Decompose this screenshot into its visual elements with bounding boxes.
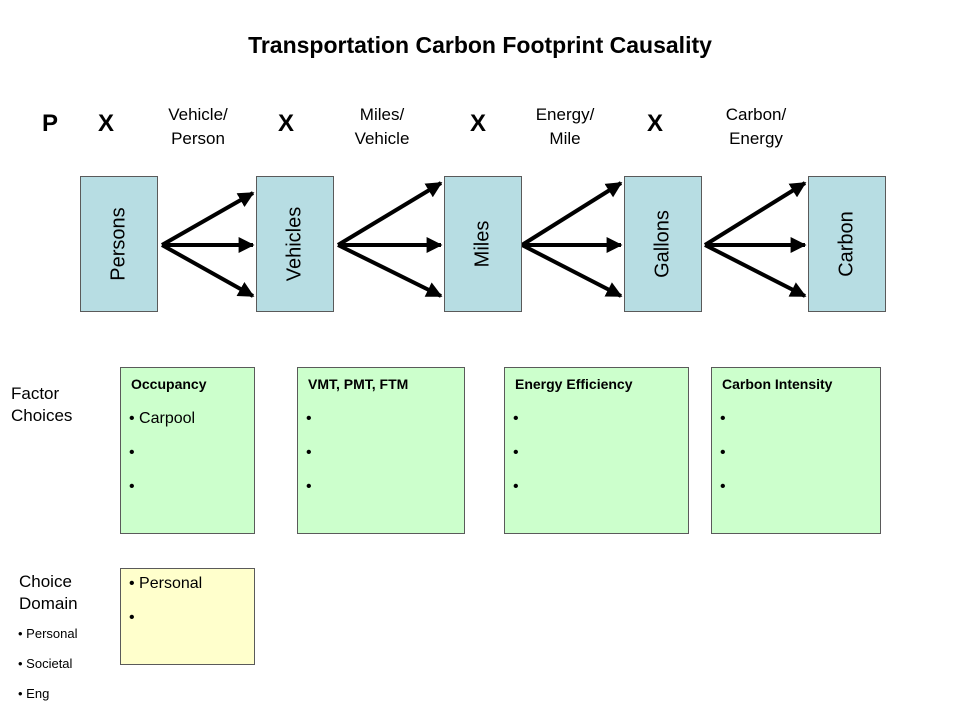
list-item: • bbox=[720, 444, 726, 461]
arrow-persons-vehicles-up bbox=[161, 191, 255, 247]
list-item: • bbox=[513, 410, 519, 427]
arrow-persons-vehicles-down bbox=[161, 243, 255, 298]
arrow-vehicles-miles-up bbox=[336, 181, 443, 247]
factor-box-heading: VMT, PMT, FTM bbox=[308, 376, 409, 392]
list-item: • bbox=[513, 444, 519, 461]
factor-choices-label: Factor Choices bbox=[11, 384, 73, 425]
factor-label-carbon-energy: Carbon/ Energy bbox=[725, 105, 787, 148]
stage-gallons-label: Gallons bbox=[651, 210, 674, 278]
list-item: • bbox=[306, 478, 312, 495]
list-item: • Eng bbox=[18, 686, 50, 701]
equation-p: P bbox=[42, 110, 59, 137]
list-item: • bbox=[306, 410, 312, 427]
choice-domain-box: • Personal • bbox=[120, 568, 255, 665]
stage-persons: Persons bbox=[80, 176, 158, 312]
stage-miles: Miles bbox=[444, 176, 522, 312]
factor-box-vmt: VMT, PMT, FTM • • • bbox=[297, 367, 465, 534]
arrow-gallons-carbon-up bbox=[703, 181, 807, 247]
list-item: • Carpool bbox=[129, 410, 196, 427]
factor-label-vehicle-person: Vehicle/ Person bbox=[168, 105, 228, 148]
list-item: • Personal bbox=[18, 626, 78, 641]
factor-box-carbon-intensity: Carbon Intensity • • • bbox=[711, 367, 881, 534]
arrow-miles-gallons-up bbox=[520, 181, 623, 247]
list-item: • bbox=[720, 410, 726, 427]
list-item: • Societal bbox=[18, 656, 73, 671]
list-item: • bbox=[129, 444, 135, 461]
stage-carbon: Carbon bbox=[808, 176, 886, 312]
arrow-gallons-carbon-down bbox=[704, 243, 807, 298]
stage-miles-label: Miles bbox=[471, 220, 494, 268]
equation-x-2: X bbox=[278, 110, 295, 137]
list-item: • bbox=[720, 478, 726, 495]
factor-box-heading: Carbon Intensity bbox=[722, 376, 833, 392]
factor-box-energy-efficiency: Energy Efficiency • • • bbox=[504, 367, 689, 534]
factor-box-heading: Energy Efficiency bbox=[515, 376, 633, 392]
stage-carbon-label: Carbon bbox=[835, 211, 858, 277]
list-item: • bbox=[129, 609, 135, 626]
equation-x-1: X bbox=[98, 110, 115, 137]
factor-label-miles-vehicle: Miles/ Vehicle bbox=[354, 105, 410, 148]
choice-domain-label: Choice Domain bbox=[19, 572, 78, 613]
arrow-miles-gallons-down bbox=[521, 243, 623, 298]
equation-x-3: X bbox=[470, 110, 487, 137]
list-item: • bbox=[513, 478, 519, 495]
stage-gallons: Gallons bbox=[624, 176, 702, 312]
stage-vehicles: Vehicles bbox=[256, 176, 334, 312]
factor-label-energy-mile: Energy/ Mile bbox=[535, 105, 595, 148]
list-item: • Personal bbox=[129, 575, 203, 592]
list-item: • bbox=[306, 444, 312, 461]
factor-box-heading: Occupancy bbox=[131, 376, 207, 392]
list-item: • bbox=[129, 478, 135, 495]
arrow-vehicles-miles-down bbox=[337, 243, 443, 298]
factor-box-occupancy: Occupancy • Carpool • • bbox=[120, 367, 255, 534]
diagram-title: Transportation Carbon Footprint Causalit… bbox=[248, 32, 712, 58]
stage-vehicles-label: Vehicles bbox=[283, 206, 306, 282]
stage-persons-label: Persons bbox=[107, 207, 130, 281]
equation-x-4: X bbox=[647, 110, 664, 137]
